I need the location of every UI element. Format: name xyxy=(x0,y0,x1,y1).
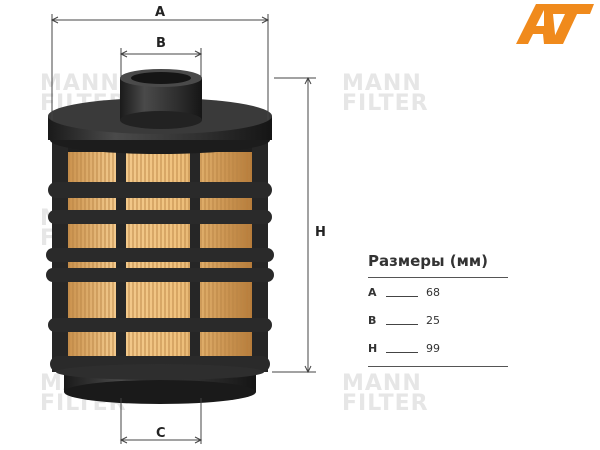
watermark-line1: MANN xyxy=(40,71,120,96)
dimensions-title: Размеры (мм) xyxy=(368,252,508,278)
dimension-row-h: H 99 xyxy=(368,336,508,362)
dimension-value: 68 xyxy=(426,286,440,299)
dimension-row-b: B 25 xyxy=(368,308,508,334)
at-logo: AT xyxy=(0,0,594,44)
dimensions-bottom-rule xyxy=(368,366,508,367)
dimension-b xyxy=(119,48,203,78)
dimension-leader-line xyxy=(386,324,418,325)
dimension-row-a: A 68 xyxy=(368,280,508,306)
dimension-c-label: C xyxy=(156,426,166,441)
dimensions-table: Размеры (мм) A 68 B 25 H 99 xyxy=(368,252,508,367)
logo-letter-a xyxy=(516,4,556,44)
fuel-filter-image xyxy=(46,69,274,404)
watermark-line2: FILTER xyxy=(342,91,429,116)
outlet-neck xyxy=(120,69,202,129)
dimension-h xyxy=(272,76,316,374)
dimension-key: H xyxy=(368,342,378,355)
watermark-bottom-right: MANN FILTER xyxy=(342,371,429,416)
dimension-a-label: A xyxy=(155,5,165,20)
watermark-line1: MANN xyxy=(342,371,422,396)
watermark-top-right: MANN FILTER xyxy=(342,71,429,116)
logo-a-counter xyxy=(536,10,544,26)
dimension-value: 99 xyxy=(426,342,440,355)
dimension-a xyxy=(50,14,270,120)
dimension-c xyxy=(119,398,203,444)
logo-letter-t xyxy=(548,4,594,44)
dimension-leader-line xyxy=(386,352,418,353)
dimension-leader-line xyxy=(386,296,418,297)
dimension-h-label: H xyxy=(315,225,326,240)
bottom-end-cap xyxy=(56,364,264,404)
watermark-line1: MANN xyxy=(342,71,422,96)
dimension-b-label: B xyxy=(156,36,166,51)
dimension-value: 25 xyxy=(426,314,440,327)
logo-text: AT xyxy=(0,0,2,1)
dimension-key: A xyxy=(368,286,377,299)
dimension-key: B xyxy=(368,314,377,327)
watermark-line2: FILTER xyxy=(342,391,429,416)
